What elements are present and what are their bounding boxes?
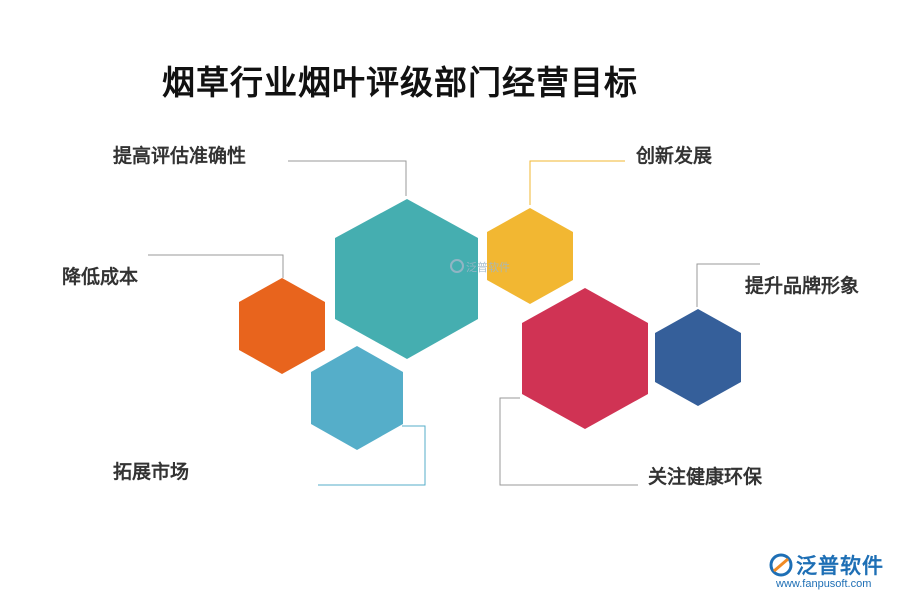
hexagon-accuracy [335,199,478,359]
brand-url: www.fanpusoft.com [776,578,872,590]
page-title: 烟草行业烟叶评级部门经营目标 [162,63,638,102]
brand-logo: 泛普软件 www.fanpusoft.com [768,552,893,596]
connector-line-brand [696,263,760,307]
watermark-label: 泛普软件 [466,261,510,274]
label-health: 关注健康环保 [648,466,763,488]
label-market: 拓展市场 [113,461,190,483]
watermark-text: 泛普软件 [450,259,510,275]
fanpu-logo-icon [769,553,793,577]
watermark-logo-icon [450,259,464,273]
hexagon-brand [655,309,741,406]
label-innovation: 创新发展 [636,145,713,167]
hexagon-market [311,346,403,450]
brand-name: 泛普软件 [796,554,884,578]
connector-line-accuracy [288,160,407,196]
hexagon-health [522,288,648,429]
connector-line-market [318,425,426,486]
hexagon-cost [239,278,325,374]
label-cost: 降低成本 [62,266,139,288]
connector-line-health [499,397,638,486]
connector-line-innovation [529,160,625,205]
hexagon-innovation [487,208,573,304]
connector-line-cost [148,254,284,278]
label-brand: 提升品牌形象 [745,275,860,297]
label-accuracy: 提高评估准确性 [113,145,247,167]
